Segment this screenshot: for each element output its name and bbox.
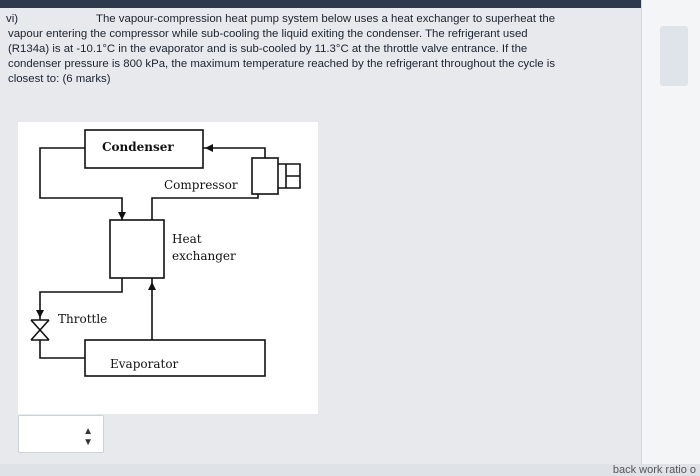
chevron-updown-icon: ▲▼ xyxy=(83,426,93,448)
pipe-condenser-hx xyxy=(39,147,123,220)
heat-pump-diagram: Condenser Compressor Heat exchanger Thro… xyxy=(18,122,318,414)
question-line-4: condenser pressure is 800 kPa, the maxim… xyxy=(8,58,556,70)
arrow-into-hx xyxy=(118,212,126,220)
arrow-into-condenser xyxy=(205,144,213,152)
compressor-box xyxy=(251,157,279,195)
arrow-into-throttle xyxy=(36,310,44,318)
pipe-throttle-evaporator xyxy=(39,340,85,359)
diagram-lines xyxy=(30,129,301,377)
condenser-box xyxy=(84,129,204,169)
question-line-2: vapour entering the compressor while sub… xyxy=(8,28,528,40)
footer-partial-text: back work ratio o xyxy=(612,464,696,476)
question-line-1: The vapour-compression heat pump system … xyxy=(96,13,556,25)
compressor-piston xyxy=(285,164,300,188)
question-number: vi) xyxy=(6,13,19,25)
pipe-compressor-condenser xyxy=(203,147,266,158)
throttle-label: Throttle xyxy=(58,312,108,326)
bottom-bar xyxy=(0,464,700,476)
heat-exchanger-label-1: Heat xyxy=(172,232,202,246)
question-line-3: (R134a) is at -10.1°C in the evaporator … xyxy=(8,43,528,55)
pipe-hx-throttle xyxy=(39,278,123,320)
evaporator-label: Evaporator xyxy=(110,357,179,371)
compressor-label: Compressor xyxy=(164,178,238,192)
top-bar xyxy=(0,0,700,8)
right-side-panel xyxy=(641,0,700,476)
side-tab[interactable] xyxy=(660,26,688,86)
throttle-valve-symbol xyxy=(30,319,50,341)
heat-exchanger-label-2: exchanger xyxy=(172,249,236,263)
heat-exchanger-box xyxy=(109,219,165,279)
arrow-up-to-hx xyxy=(148,282,156,290)
answer-select[interactable]: ▲▼ xyxy=(18,415,104,453)
question-line-5: closest to: (6 marks) xyxy=(8,73,111,85)
pipe-hx-compressor xyxy=(151,194,259,220)
condenser-label: Condenser xyxy=(102,140,174,154)
